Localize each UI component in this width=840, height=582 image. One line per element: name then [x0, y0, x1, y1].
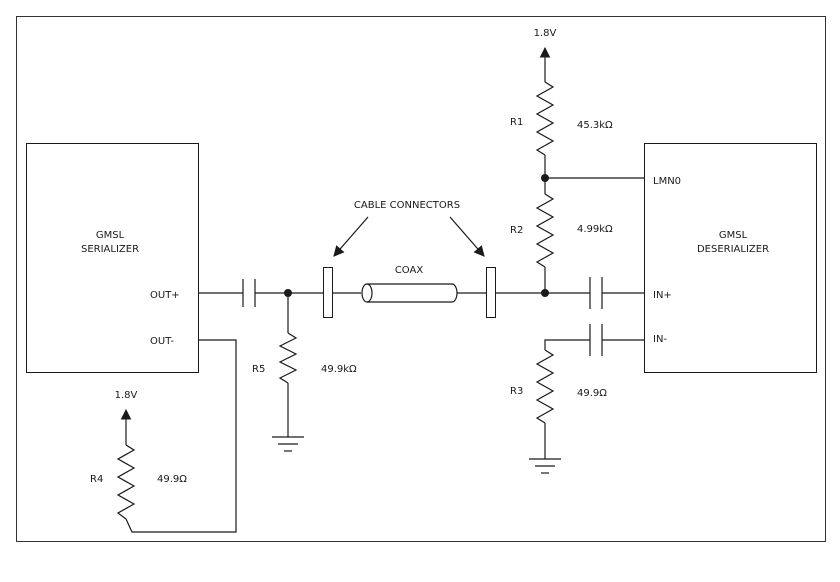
- serializer-name-line1: GMSL: [96, 230, 125, 241]
- serializer-block: [26, 143, 199, 373]
- supply-label-left: 1.8V: [115, 390, 138, 401]
- r4-value: 49.9Ω: [157, 474, 187, 485]
- resistor-r5: [278, 332, 298, 384]
- pin-label-in-pos: IN+: [653, 290, 672, 301]
- pin-label-out-pos: OUT+: [150, 290, 180, 301]
- r1-name: R1: [510, 117, 523, 128]
- coupling-capacitor-out: [242, 279, 256, 307]
- r3-wire-top: [544, 339, 590, 350]
- r2-name: R2: [510, 225, 523, 236]
- serializer-name-line2: SERIALIZER: [81, 244, 139, 255]
- resistor-r2: [535, 193, 555, 268]
- figure-frame: [16, 16, 826, 542]
- resistor-r1: [535, 81, 555, 156]
- coax-label: COAX: [395, 265, 424, 276]
- r3-value: 49.9Ω: [577, 388, 607, 399]
- pin-label-out-neg: OUT-: [150, 336, 174, 347]
- coupling-capacitor-in-pos: [589, 277, 603, 309]
- r5-name: R5: [252, 364, 265, 375]
- resistor-r4: [116, 444, 136, 520]
- ground-icon-r5: [272, 436, 304, 452]
- out-neg-wire: [125, 339, 237, 533]
- deserializer-name-line2: DESERIALIZER: [697, 244, 769, 255]
- connector-arrow-right: [449, 216, 485, 257]
- pin-label-lmn0: LMN0: [653, 176, 681, 187]
- cable-connector-right: [486, 267, 496, 318]
- r4-name: R4: [90, 474, 103, 485]
- cable-connectors-label: CABLE CONNECTORS: [354, 200, 460, 211]
- resistor-r3: [535, 349, 555, 424]
- r5-value: 49.9kΩ: [321, 364, 357, 375]
- coupling-capacitor-in-neg: [589, 324, 603, 356]
- coax-cable: [361, 283, 458, 303]
- supply-label-top: 1.8V: [534, 28, 557, 39]
- connector-arrow-left: [333, 216, 369, 257]
- pin-label-in-neg: IN-: [653, 334, 667, 345]
- ground-icon-r3: [529, 458, 561, 474]
- deserializer-name-line1: GMSL: [719, 230, 748, 241]
- deserializer-block: [644, 143, 817, 373]
- r1-value: 45.3kΩ: [577, 120, 613, 131]
- r2-value: 4.99kΩ: [577, 224, 613, 235]
- cable-connector-left: [323, 267, 333, 318]
- r3-name: R3: [510, 386, 523, 397]
